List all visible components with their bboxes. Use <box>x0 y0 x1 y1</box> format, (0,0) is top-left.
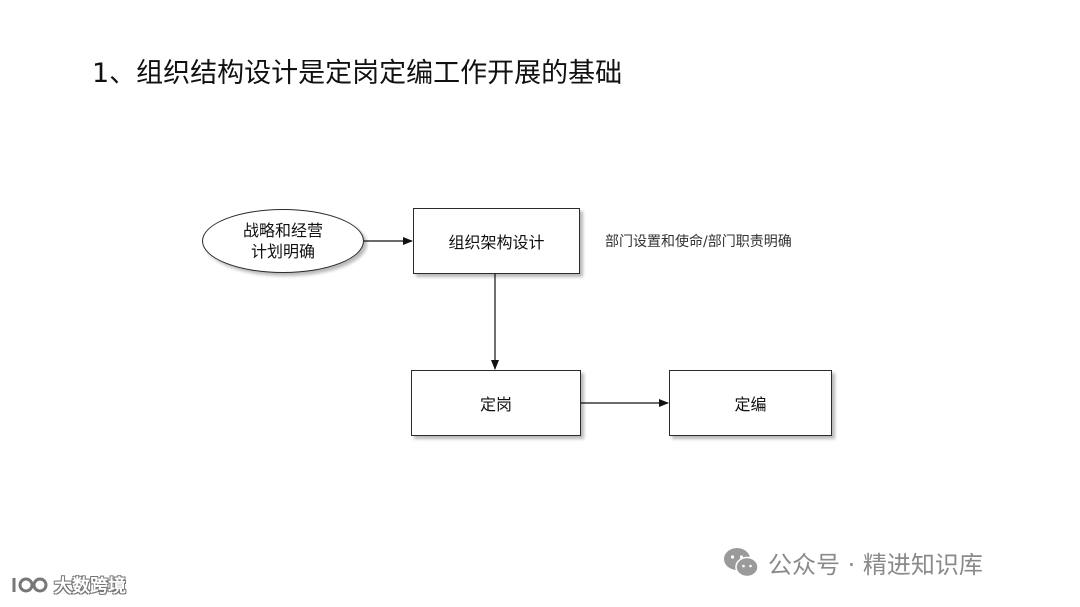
page-title: 1、组织结构设计是定岗定编工作开展的基础 <box>92 58 623 89</box>
logo-icon <box>12 577 48 593</box>
corner-logo: 大数跨境 <box>10 572 126 598</box>
strategy-plan-line2: 计划明确 <box>250 242 315 261</box>
wechat-icon <box>724 547 759 577</box>
wechat-watermark: 公众号 · 精进知识库 <box>722 545 983 580</box>
staffing-label: 定编 <box>734 395 767 414</box>
org-design-label: 组织架构设计 <box>448 233 545 252</box>
corner-logo-text: 大数跨境 <box>54 576 126 597</box>
strategy-plan-node: 战略和经营 计划明确 <box>202 209 364 273</box>
staffing-node: 定编 <box>669 370 832 436</box>
strategy-plan-line1: 战略和经营 <box>242 221 323 240</box>
position-label: 定岗 <box>479 395 512 414</box>
watermark-text: 公众号 · 精进知识库 <box>768 551 983 579</box>
position-node: 定岗 <box>411 370 581 436</box>
org-design-note: 部门设置和使命/部门职责明确 <box>605 234 792 250</box>
org-design-node: 组织架构设计 <box>413 208 580 274</box>
